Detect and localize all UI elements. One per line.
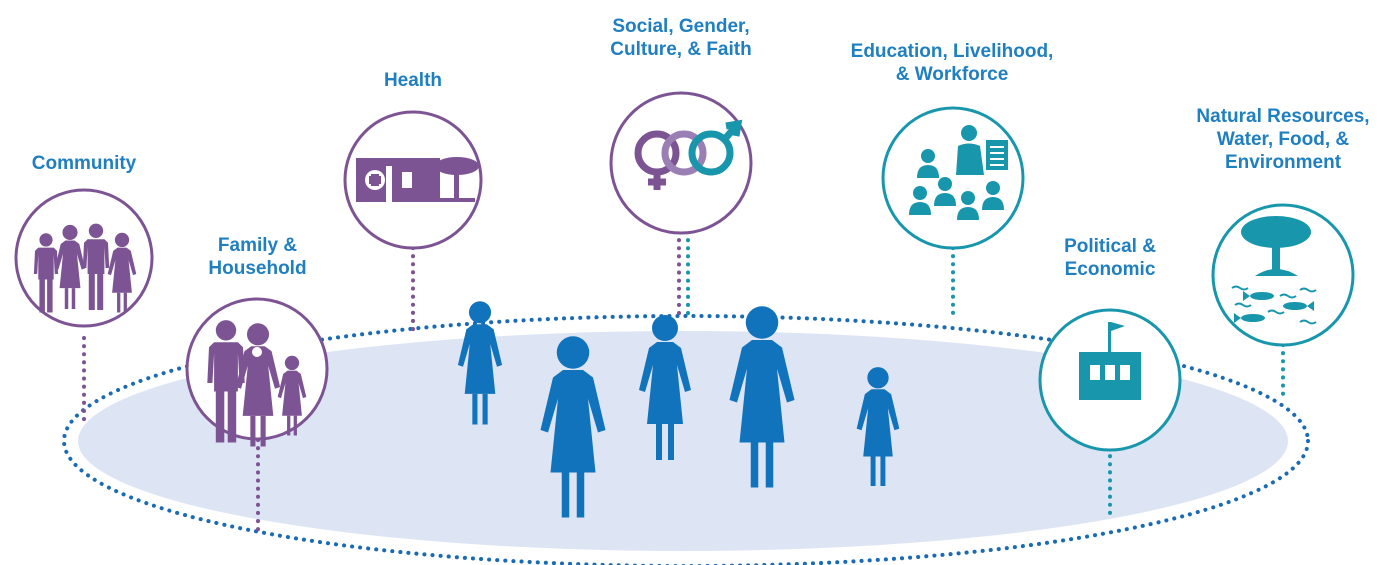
circle-education: [881, 106, 1025, 250]
label-natural: Natural Resources, Water, Food, & Enviro…: [1196, 106, 1370, 173]
base-ellipse: [78, 331, 1288, 551]
label-political: Political & Economic: [1064, 236, 1156, 280]
government-building-icon: [1079, 322, 1141, 400]
label-social: Social, Gender, Culture, & Faith: [610, 16, 752, 60]
family-icon: [207, 320, 307, 447]
connectors: [82, 230, 1285, 532]
dotted-ring: [62, 314, 1310, 565]
circle-social: [609, 91, 753, 235]
tree-water-fish-icon: [1231, 216, 1317, 325]
label-community: Community: [31, 153, 137, 174]
label-education: Education, Livelihood, & Workforce: [850, 41, 1054, 85]
health-clinic-icon: [356, 157, 479, 202]
classroom-icon: [909, 125, 1008, 220]
gender-symbols-icon: [634, 119, 743, 190]
label-health: Health: [383, 70, 443, 91]
label-family: Family & Household: [208, 235, 307, 279]
